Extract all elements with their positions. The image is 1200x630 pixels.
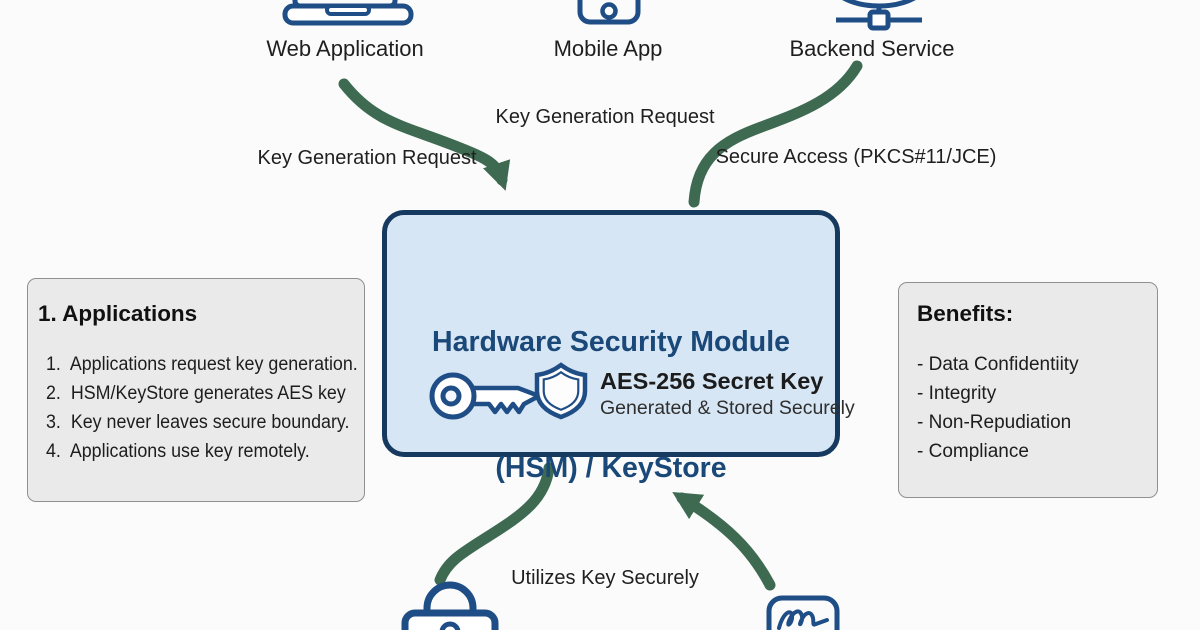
backend-service-label: Backend Service [789,36,955,61]
network-icon [836,0,922,31]
aes-key-sublabel: Generated & Stored Securely [600,397,855,419]
signature-icon [766,595,840,630]
hsm-title-line2: (HSM) / KeyStore [495,452,727,484]
aes-key-label: AES-256 Secret Key [600,368,824,394]
list-item: 3. Key never leaves secure boundary. [46,412,350,433]
smartphone-icon [577,0,641,25]
laptop-icon [282,0,414,26]
applications-panel [27,278,365,502]
hsm-title-line1: Hardware Security Module [432,326,790,358]
web-application-label: Web Application [266,36,424,61]
applications-panel-title: 1. Applications [38,301,198,326]
list-item: 2. HSM/KeyStore generates AES key [46,383,346,404]
list-item: 4. Applications use key remotely. [46,441,310,462]
lock-icon [401,581,499,630]
applications-panel-items: 1. Applications request key generation. … [46,350,358,466]
list-item: - Data Confidentiity [917,354,1079,375]
list-item: 1. Applications request key generation. [46,354,358,375]
list-item: - Compliance [917,441,1029,462]
benefits-panel-items: - Data Confidentiity - Integrity - Non-R… [917,350,1079,466]
benefits-panel-title: Benefits: [917,301,1014,326]
benefits-panel [898,282,1158,498]
mobile-app-label: Mobile App [553,36,663,61]
key-generation-request-label-left: Key Generation Request [257,147,477,169]
utilizes-key-securely-label: Utilizes Key Securely [511,567,699,589]
list-item: - Integrity [917,383,997,404]
list-item: - Non-Repudiation [917,412,1072,433]
secure-access-label: Secure Access (PKCS#11/JCE) [715,146,997,168]
key-generation-request-label-center: Key Generation Request [495,106,715,128]
arrow-backend-to-hsm [688,60,863,208]
